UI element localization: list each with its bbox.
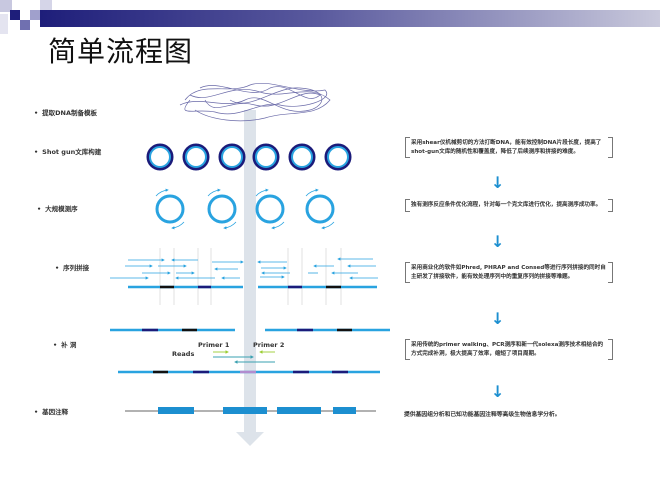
header-square: [20, 20, 30, 30]
header-square: [0, 0, 12, 12]
dna-tangle: [179, 82, 331, 122]
description-text: 采用商业化的软件如Phred, PHRAP and Consed等进行序列拼接的…: [411, 265, 606, 280]
header-square: [0, 14, 8, 34]
contigs: [110, 285, 390, 374]
header-square: [30, 10, 40, 20]
step-gene-annotation: 基因注释: [34, 406, 68, 416]
page-title: 简单流程图: [48, 35, 194, 68]
down-arrow-icon: ↓: [491, 309, 505, 328]
down-arrow-icon: ↓: [491, 382, 505, 401]
description-box: 独有测序反应条件优化流程，针对每一个克文库进行优化，提高测序成功率。: [405, 199, 613, 212]
step-assembly: 序列拼接: [55, 262, 89, 272]
header-square: [10, 10, 20, 20]
description-text: 采用传统的primer walking、PCR测序和新一代solexa测序技术相…: [411, 342, 604, 357]
primer-1-label: Primer 1: [198, 341, 230, 349]
flow-arrow-bar: [236, 110, 264, 446]
step-sequencing: 大规模测序: [37, 203, 78, 213]
assembly-reads: [110, 248, 378, 305]
down-arrow-icon: ↓: [491, 232, 505, 251]
step-gap-filling: 补 洞: [53, 339, 76, 349]
library-circles: [146, 143, 352, 171]
description-text: 独有测序反应条件优化流程，针对每一个克文库进行优化，提高测序成功率。: [411, 202, 602, 208]
step-shotgun-library: Shot gun文库构建: [34, 146, 101, 156]
description-text: 采用shear仪机械剪切的方法打断DNA，能有效控制DNA片段长度，提高了sho…: [411, 140, 602, 155]
primer-2-label: Primer 2: [253, 341, 285, 349]
primer-arrows: [213, 350, 275, 364]
header-gradient-bar: [40, 10, 660, 27]
description-box: 采用传统的primer walking、PCR测序和新一代solexa测序技术相…: [405, 339, 613, 361]
sequencing-circles: [155, 188, 335, 230]
step-extract-dna: 提取DNA制备模板: [34, 107, 97, 117]
gene-annotation: [125, 407, 376, 414]
description-text: 提供基因组分析和已知功能基因注释等高级生物信息学分析。: [404, 412, 561, 418]
reads-label: Reads: [172, 350, 195, 358]
header-square: [40, 0, 52, 10]
description-box: 采用shear仪机械剪切的方法打断DNA，能有效控制DNA片段长度，提高了sho…: [405, 137, 613, 159]
down-arrow-icon: ↓: [491, 173, 505, 192]
description-box: 采用商业化的软件如Phred, PHRAP and Consed等进行序列拼接的…: [405, 262, 613, 284]
